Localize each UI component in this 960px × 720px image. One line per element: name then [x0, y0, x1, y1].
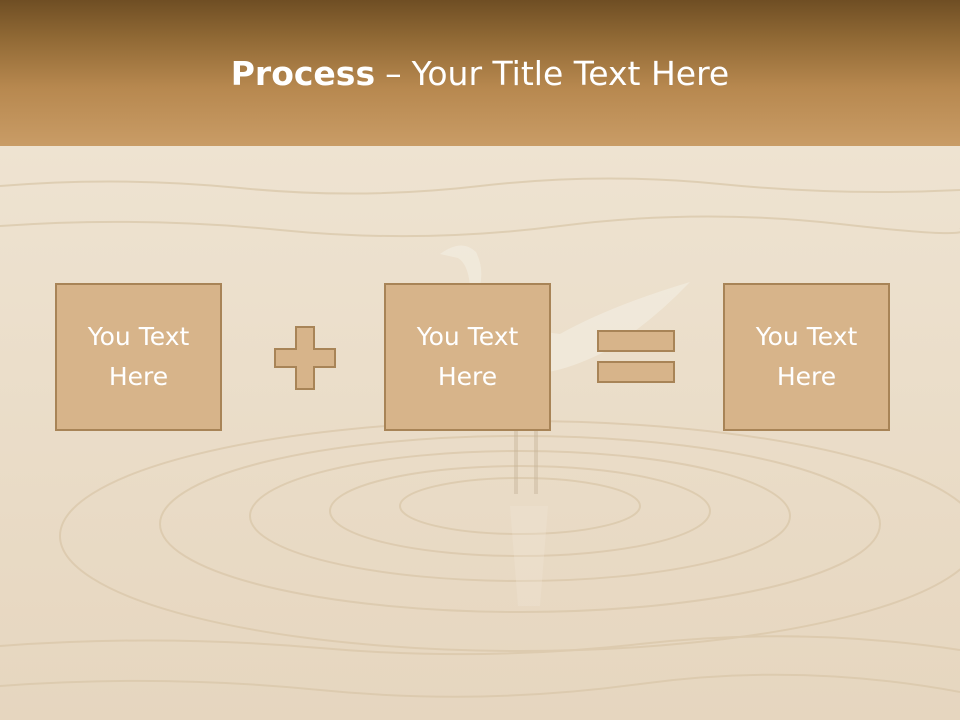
- process-box-3[interactable]: You Text Here: [723, 283, 890, 431]
- equals-icon: [597, 330, 675, 383]
- process-box-1[interactable]: You Text Here: [55, 283, 222, 431]
- process-box-1-text: You Text Here: [87, 322, 190, 391]
- process-box-2-text: You Text Here: [416, 322, 519, 391]
- slide-title: Process–Your Title Text Here: [0, 52, 960, 96]
- plus-icon: [274, 326, 336, 390]
- title-banner: [0, 0, 960, 146]
- process-box-3-text: You Text Here: [755, 322, 858, 391]
- water-ripples: [0, 177, 960, 698]
- background-photo: [0, 146, 960, 720]
- title-separator: –: [385, 54, 402, 93]
- title-bold: Process: [230, 54, 376, 93]
- process-box-2[interactable]: You Text Here: [384, 283, 551, 431]
- title-rest: Your Title Text Here: [411, 54, 730, 93]
